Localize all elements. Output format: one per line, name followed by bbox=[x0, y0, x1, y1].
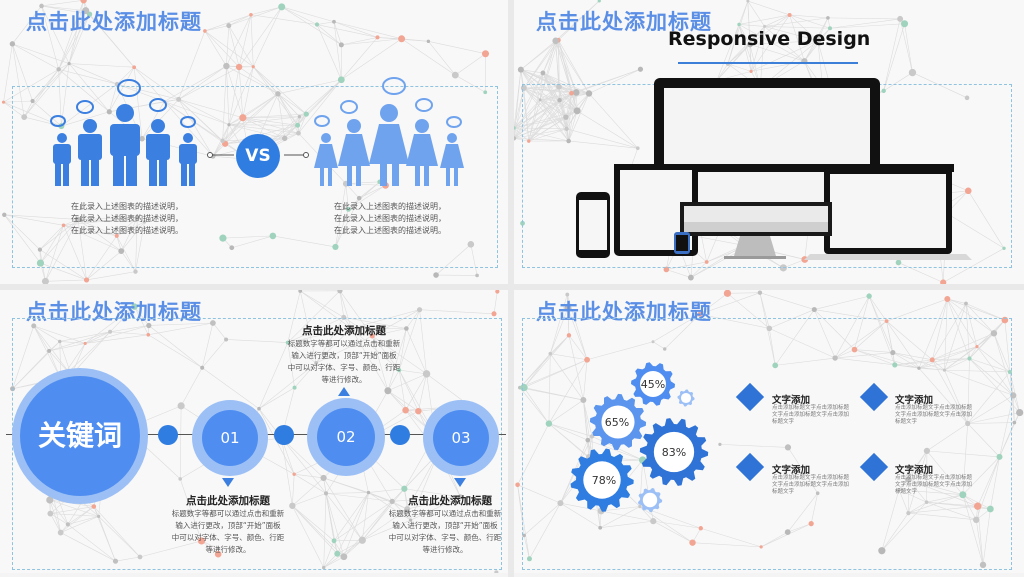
desc-line: 输入进行更改，顶部“开始”面板 bbox=[392, 521, 498, 530]
people-icon bbox=[50, 79, 197, 186]
triangle-marker-icon bbox=[454, 478, 466, 487]
people-icon bbox=[314, 77, 464, 186]
step-title: 点击此处添加标题 bbox=[408, 495, 492, 507]
desc-line: 标题文字 bbox=[895, 419, 918, 425]
desc-line: 在此录入上述图表的描述说明， bbox=[71, 202, 183, 211]
gear-label: 45% bbox=[640, 378, 666, 391]
next-slide-strip bbox=[0, 573, 508, 577]
triangle-marker-icon bbox=[222, 478, 234, 487]
feature-description: 点击添加标题文字点击添加标题 文字点击添加标题文字点击添加 标题文字 bbox=[772, 475, 849, 496]
gear-label: 83% bbox=[661, 446, 687, 459]
desc-line: 在此录入上述图表的描述说明， bbox=[334, 214, 446, 223]
devices-illustration bbox=[576, 78, 972, 260]
phone-icon bbox=[576, 192, 610, 258]
feature-title: 文字添加 bbox=[772, 465, 811, 476]
desc-line: 中可以对字体、字号、颜色、行距 bbox=[287, 363, 401, 372]
desc-line: 点击添加标题文字点击添加标题 bbox=[772, 405, 850, 411]
desc-line: 中可以对字体、字号、颜色、行距 bbox=[171, 533, 285, 542]
feature-title: 文字添加 bbox=[895, 395, 934, 406]
slide-title: 点击此处添加标题 bbox=[26, 10, 202, 34]
desc-line: 标题数字等都可以通过点击和重新 bbox=[171, 509, 285, 518]
slide-thumbnail-1[interactable]: 点击此处添加标题 VS bbox=[0, 0, 508, 284]
desc-line: 标题文字 bbox=[772, 419, 795, 425]
feature-title: 文字添加 bbox=[772, 395, 811, 406]
desc-line: 在此录入上述图表的描述说明， bbox=[71, 214, 183, 223]
section-heading: Responsive Design bbox=[668, 28, 871, 50]
vs-connector bbox=[207, 152, 309, 158]
desc-line: 点击添加标题文字点击添加标题 bbox=[895, 405, 973, 411]
dot bbox=[274, 425, 294, 445]
step-number: 02 bbox=[336, 428, 356, 446]
desc-line: 标题数字等都可以通过点击和重新 bbox=[287, 339, 401, 348]
desc-line: 中可以对字体、字号、颜色、行距 bbox=[388, 533, 502, 542]
desc-line: 在此录入上述图表的描述说明。 bbox=[334, 226, 446, 235]
desc-line: 输入进行更改，顶部“开始”面板 bbox=[291, 351, 397, 360]
step-node-03-inner: 03 bbox=[433, 410, 489, 466]
gear-icon bbox=[677, 389, 695, 407]
gear-icon bbox=[639, 418, 709, 486]
right-description: 在此录入上述图表的描述说明， 在此录入上述图表的描述说明， 在此录入上述图表的描… bbox=[325, 201, 455, 237]
slide-title: 点击此处添加标题 bbox=[536, 10, 712, 34]
slide-thumbnail-3[interactable]: 点击此处添加标题 关键词 01 02 03 点击此处添加标题 标题数字等都可以通… bbox=[0, 290, 508, 577]
desc-line: 点击添加标题文字点击添加标题 bbox=[772, 475, 850, 481]
feature-title: 文字添加 bbox=[895, 465, 934, 476]
gear-label: 78% bbox=[591, 474, 617, 487]
laptop-icon bbox=[614, 164, 972, 260]
slide-thumbnail-4[interactable]: 点击此处添加标题 45% 65% 83% 78% 文字添加 点击添加标题文字点击… bbox=[514, 290, 1024, 577]
step-node-02-inner: 02 bbox=[317, 408, 375, 466]
step-title: 点击此处添加标题 bbox=[302, 325, 386, 337]
left-description: 在此录入上述图表的描述说明， 在此录入上述图表的描述说明， 在此录入上述图表的描… bbox=[62, 201, 192, 237]
gears-diagram bbox=[570, 362, 709, 513]
desc-line: 输入进行更改，顶部“开始”面板 bbox=[175, 521, 281, 530]
gear-icon bbox=[589, 393, 647, 451]
watch-icon bbox=[674, 232, 690, 254]
gear-icon bbox=[638, 488, 663, 513]
slide-title: 点击此处添加标题 bbox=[536, 300, 712, 324]
desc-line: 在此录入上述图表的描述说明， bbox=[334, 202, 446, 211]
feature-description: 点击添加标题文字点击添加标题 文字点击添加标题文字点击添加 标题文字 bbox=[895, 475, 972, 496]
desc-line: 标题文字 bbox=[772, 489, 795, 495]
desc-line: 文字点击添加标题文字点击添加 bbox=[895, 482, 973, 488]
gear-label: 65% bbox=[604, 416, 630, 429]
feature-description: 点击添加标题文字点击添加标题 文字点击添加标题文字点击添加 标题文字 bbox=[772, 405, 849, 426]
dot bbox=[158, 425, 178, 445]
step-number: 01 bbox=[220, 429, 240, 447]
dashed-frame bbox=[522, 318, 1012, 570]
step-description: 标题数字等都可以通过点击和重新 输入进行更改，顶部“开始”面板 中可以对字体、字… bbox=[164, 508, 292, 556]
network-background bbox=[515, 290, 1024, 569]
desc-line: 在此录入上述图表的描述说明。 bbox=[71, 226, 183, 235]
step-description: 标题数字等都可以通过点击和重新 输入进行更改，顶部“开始”面板 中可以对字体、字… bbox=[280, 338, 408, 386]
network-background bbox=[1, 0, 489, 284]
desc-line: 文字点击添加标题文字点击添加 bbox=[772, 412, 850, 418]
desc-line: 标题文字 bbox=[895, 489, 918, 495]
desktop-icon bbox=[680, 202, 832, 259]
desc-line: 等进行修改。 bbox=[422, 545, 468, 554]
step-number: 03 bbox=[451, 429, 471, 447]
triangle-marker-icon bbox=[338, 387, 350, 396]
dot bbox=[390, 425, 410, 445]
keyword-inner: 关键词 bbox=[20, 376, 140, 496]
keyword-label: 关键词 bbox=[37, 419, 122, 452]
desc-line: 等进行修改。 bbox=[205, 545, 251, 554]
desc-line: 文字点击添加标题文字点击添加 bbox=[895, 412, 973, 418]
desc-line: 点击添加标题文字点击添加标题 bbox=[895, 475, 973, 481]
step-title: 点击此处添加标题 bbox=[186, 495, 270, 507]
gear-icon bbox=[631, 362, 675, 406]
gear-icon bbox=[570, 448, 634, 512]
step-description: 标题数字等都可以通过点击和重新 输入进行更改，顶部“开始”面板 中可以对字体、字… bbox=[386, 508, 504, 556]
feature-description: 点击添加标题文字点击添加标题 文字点击添加标题文字点击添加 标题文字 bbox=[895, 405, 972, 426]
desc-line: 标题数字等都可以通过点击和重新 bbox=[388, 509, 502, 518]
dashed-frame bbox=[12, 86, 498, 268]
step-node-01-inner: 01 bbox=[202, 410, 258, 466]
slide-thumbnail-2[interactable]: 点击此处添加标题 Responsive Design bbox=[514, 0, 1024, 284]
vs-badge: VS bbox=[236, 134, 280, 178]
slide-title: 点击此处添加标题 bbox=[26, 300, 202, 324]
next-slide-strip bbox=[514, 573, 1024, 577]
desc-line: 等进行修改。 bbox=[321, 375, 367, 384]
heading-underline bbox=[678, 62, 858, 64]
desc-line: 文字点击添加标题文字点击添加 bbox=[772, 482, 850, 488]
